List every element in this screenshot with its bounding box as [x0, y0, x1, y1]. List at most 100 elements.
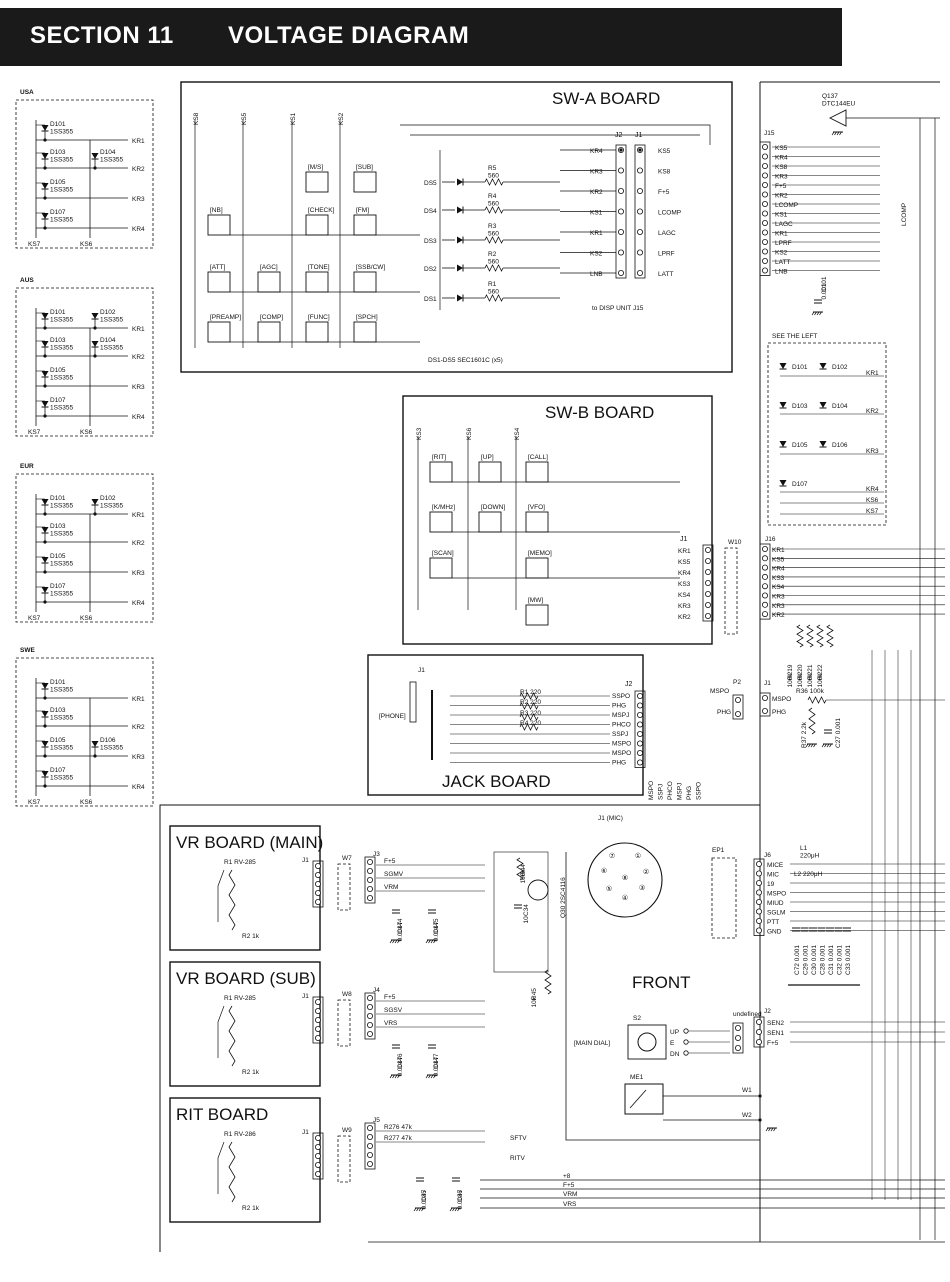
- connector-pin: [366, 1125, 373, 1132]
- switch: [353, 321, 377, 343]
- pin-label: KR3: [772, 603, 785, 610]
- kr-label: KR2: [132, 724, 145, 731]
- connector-pin: [637, 731, 644, 738]
- connector-pin: [637, 759, 644, 766]
- variant-frame: [15, 657, 154, 807]
- junction-dot: [43, 754, 47, 758]
- pin-label: F+5: [775, 183, 787, 190]
- pin-label: KR2: [590, 189, 603, 196]
- diode-symbol: [779, 480, 787, 486]
- ks-label: KS1: [290, 112, 297, 125]
- ks-label: KS4: [514, 427, 521, 440]
- connector-pin: [637, 208, 644, 215]
- diode-label: 1SS355: [100, 745, 124, 752]
- resistor-label: R1 RV-285: [224, 995, 256, 1002]
- wire: [811, 311, 815, 316]
- capacitor-label: C33 0.001: [845, 945, 852, 975]
- main-unit-side: Q137DTC144EULCOMPJ15KS5KR4KS8KR3F+5KR2LC…: [742, 81, 945, 1242]
- pin-label: MSPO: [612, 741, 631, 748]
- switch: [207, 214, 231, 236]
- switch-label: [FM]: [356, 207, 369, 214]
- wire: [629, 1089, 647, 1109]
- pin-label: KS8: [775, 164, 788, 171]
- switch: [207, 271, 231, 293]
- board-title: VR BOARD (SUB): [176, 969, 316, 988]
- connector-label: J1: [418, 667, 425, 674]
- diode-label: D101: [50, 121, 66, 128]
- ks-label: KS7: [28, 799, 41, 806]
- connector-pin: [314, 1171, 321, 1178]
- diode-label: D105: [50, 737, 66, 744]
- pin-label: PHG: [772, 709, 786, 716]
- wire: [810, 743, 814, 748]
- wire: [159, 804, 760, 1252]
- connector-pin: [762, 162, 769, 169]
- resistor-symbol: [816, 624, 824, 648]
- main-dial-encoder: [627, 1024, 667, 1060]
- pin-label: LPRF: [775, 240, 792, 247]
- pin-label: KR3: [590, 169, 603, 176]
- wire: [418, 1207, 422, 1212]
- connector-pin: [735, 697, 742, 704]
- pin-label: LPRF: [658, 251, 675, 258]
- diode-label: D102: [832, 364, 848, 371]
- connector: [364, 856, 376, 904]
- kr-label: KR3: [132, 196, 145, 203]
- wire: [449, 1207, 453, 1212]
- kr-label: KR1: [132, 696, 145, 703]
- diode-label: 1SS355: [50, 775, 74, 782]
- wire: [824, 743, 827, 748]
- pin-label: DN: [670, 1051, 680, 1058]
- pin-label: SEN1: [767, 1030, 784, 1037]
- region-label: SWE: [20, 647, 35, 654]
- jack-frame: [367, 654, 644, 796]
- connector-label: W10: [728, 539, 742, 546]
- resistor-symbol: [806, 624, 814, 648]
- junction-dot: [43, 570, 47, 574]
- pin-label: KR1: [678, 548, 691, 555]
- connector-pin: [637, 721, 644, 728]
- pin-label: KR1: [772, 547, 785, 554]
- diode-label: D103: [792, 403, 808, 410]
- wire: [805, 743, 809, 748]
- connector-pin: [756, 1039, 763, 1046]
- connector-label: W1: [742, 1087, 752, 1094]
- resistor-label: 560: [488, 231, 499, 238]
- resistor-label: R36 100k: [796, 688, 825, 695]
- resistor-symbol: [807, 696, 827, 704]
- connector-pin: [314, 890, 321, 897]
- resistor-symbol: [484, 294, 504, 302]
- resistor-symbol: [484, 264, 504, 272]
- phone-jack: [409, 681, 417, 723]
- switch: [525, 557, 549, 579]
- resistor-label: 100k: [807, 673, 814, 688]
- connector-pin: [705, 547, 712, 554]
- diode-symbol: [91, 741, 99, 747]
- wire: [819, 311, 822, 316]
- wire: [400, 124, 711, 145]
- junction-dot: [43, 166, 47, 170]
- connector-j1: [759, 692, 771, 717]
- ks-label: KS6: [80, 241, 93, 248]
- wire: [397, 939, 400, 944]
- pin-label: F+5: [384, 858, 396, 865]
- connector-label: W2: [742, 1112, 752, 1119]
- junction-dot: [93, 326, 97, 330]
- connector-pin: [366, 1161, 373, 1168]
- harness-w10: [724, 547, 738, 635]
- diode-symbol: [819, 441, 827, 447]
- switch-label: [SPCH]: [356, 314, 378, 321]
- switch: [353, 214, 377, 236]
- connector-label: undefined: [733, 1011, 762, 1018]
- connector-pin: [705, 602, 712, 609]
- switch: [478, 511, 502, 533]
- capacitor-label: C101: [821, 276, 828, 292]
- pin-label: KR2: [678, 614, 691, 621]
- connector-pin: [756, 918, 763, 925]
- connector-pin: [366, 1004, 373, 1011]
- mic-connector: [587, 842, 663, 918]
- junction-dot: [43, 724, 47, 728]
- diode-symbol: [457, 236, 463, 244]
- connector-pin: [314, 1162, 321, 1169]
